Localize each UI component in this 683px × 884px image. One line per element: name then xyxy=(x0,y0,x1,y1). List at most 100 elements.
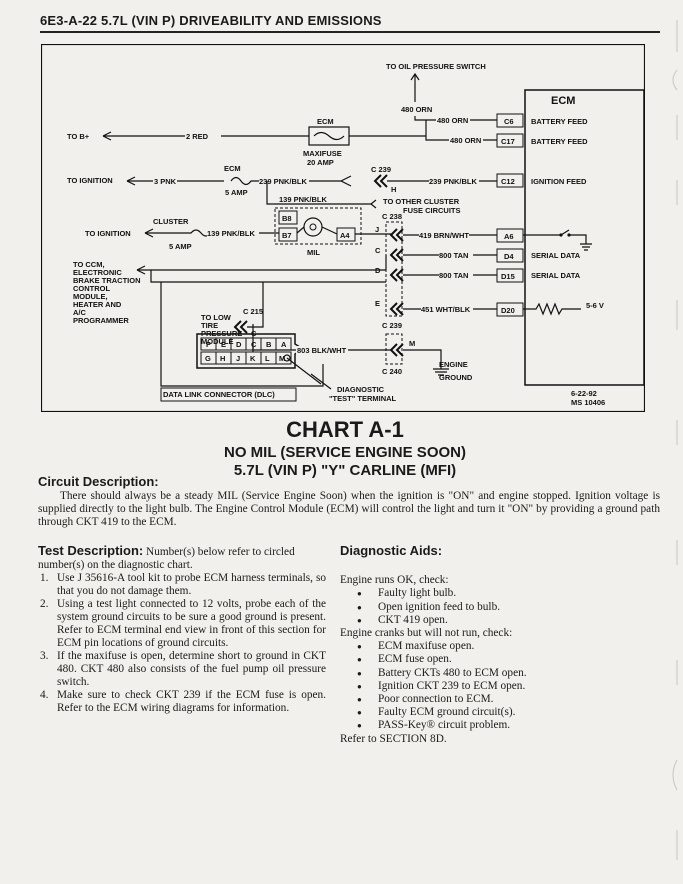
page-header: 6E3-A-22 5.7L (VIN P) DRIVEABILITY AND E… xyxy=(40,13,382,28)
c240-box xyxy=(385,333,403,365)
ccm-line-4: CONTROL xyxy=(73,284,110,293)
pin-c12: C12 xyxy=(501,177,515,186)
serial-data-2: SERIAL DATA xyxy=(531,271,581,280)
pin-g: G xyxy=(205,354,211,363)
item-number: 1. xyxy=(40,572,49,584)
pin-d4: D4 xyxy=(504,252,514,261)
list-item: 3. If the maxifuse is open, determine sho… xyxy=(38,650,326,689)
to-other-cluster: TO OTHER CLUSTER xyxy=(383,197,460,206)
list-item: Faulty ECM ground circuit(s). xyxy=(340,706,650,719)
conn-c xyxy=(389,248,404,262)
list-item: Poor connection to ECM. xyxy=(340,693,650,706)
pin-h: H xyxy=(220,354,225,363)
wire-803-label: 803 BLK/WHT xyxy=(297,346,347,355)
ccm-line-2: ELECTRONIC xyxy=(73,268,122,277)
wire-239-a: 239 PNK/BLK xyxy=(259,177,308,186)
ccm-line-8: PROGRAMMER xyxy=(73,316,129,325)
test-terminal-label: "TEST" TERMINAL xyxy=(329,394,397,403)
c-label: C xyxy=(375,246,381,255)
resistor-symbol xyxy=(523,302,581,316)
wire-139-b: 139 PNK/BLK xyxy=(207,229,256,238)
item-number: 2. xyxy=(40,598,49,610)
pin-b7: B7 xyxy=(282,231,292,240)
chart-title: CHART A-1 xyxy=(286,417,404,442)
test-list: 1.Use J 35616-A tool kit to probe ECM ha… xyxy=(38,572,326,715)
fuse-circuits: FUSE CIRCUITS xyxy=(403,206,461,215)
pin-d20: D20 xyxy=(501,306,515,315)
to-b-plus: TO B+ xyxy=(67,132,90,141)
h-label: H xyxy=(391,185,396,194)
wire-451-label: 451 WHT/BLK xyxy=(421,305,471,314)
ccm-line-1: TO CCM, xyxy=(73,260,105,269)
ecm-pins: C6 C17 C12 A6 D4 D15 D20 xyxy=(496,113,524,317)
conn-e xyxy=(389,302,404,316)
chart-subtitle-2: 5.7L (VIN P) "Y" CARLINE (MFI) xyxy=(233,462,457,479)
ignition-arrow-1 xyxy=(126,176,136,186)
binder-holes xyxy=(672,20,678,860)
test-heading: Test Description: xyxy=(38,543,144,558)
pin-c17: C17 xyxy=(501,137,515,146)
wire-c215 xyxy=(247,282,264,328)
pin-a6: A6 xyxy=(504,232,514,241)
wire-419-label: 419 BRN/WHT xyxy=(419,231,469,240)
pin-e: E xyxy=(221,340,226,349)
m-label: M xyxy=(409,339,415,348)
chart-subtitle-1: NO MIL (SERVICE ENGINE SOON) xyxy=(224,444,466,461)
ccm-line-6: HEATER AND xyxy=(73,300,122,309)
ecm-fuse-label: ECM xyxy=(317,117,334,126)
mil-switch-ground xyxy=(523,229,592,251)
pin-d15: D15 xyxy=(501,272,515,281)
to-ignition-1: TO IGNITION xyxy=(67,176,113,185)
pin-j: J xyxy=(236,354,240,363)
pin-b: B xyxy=(266,340,272,349)
header-rule xyxy=(40,31,660,33)
list-item: 2.Using a test light connected to 12 vol… xyxy=(38,598,326,650)
wiring-diagram: ECM C6 C17 C12 A6 D4 D15 D20 BATTERY FEE… xyxy=(41,44,645,412)
c239-connector xyxy=(373,174,388,188)
c215-connector xyxy=(233,320,248,334)
list-item: Ignition CKT 239 to ECM open. xyxy=(340,680,650,693)
wire-800-b: 800 TAN xyxy=(439,271,468,280)
battery-feed-2: BATTERY FEED xyxy=(531,137,588,146)
c240-label: C 240 xyxy=(382,367,402,376)
test-intro: Number(s) below refer to circled number(… xyxy=(38,546,295,571)
voltage-label: 5-6 V xyxy=(586,301,604,310)
item-number: 4. xyxy=(40,689,49,701)
serial-bus-left xyxy=(137,255,387,283)
to-low-label: TO LOW xyxy=(201,313,232,322)
list-item: ECM maxifuse open. xyxy=(340,640,650,653)
c239b-label: C 239 xyxy=(382,321,402,330)
pin-a4: A4 xyxy=(340,231,350,240)
diagnostic-aids: Diagnostic Aids: Engine runs OK, check: … xyxy=(340,544,650,746)
maxifuse-symbol xyxy=(313,131,345,141)
c238-box xyxy=(385,221,403,317)
list-item: 4.Make sure to check CKT 239 if the ECM … xyxy=(38,689,326,715)
wire-480-orn-2: 480 ORN xyxy=(437,116,468,125)
pin-c: C xyxy=(251,340,257,349)
tire-label: TIRE xyxy=(201,321,218,330)
circuit-body: There should always be a steady MIL (Ser… xyxy=(38,490,660,528)
pin-c6: C6 xyxy=(504,117,514,126)
list-item: ECM fuse open. xyxy=(340,653,650,666)
cranks-heading: Engine cranks but will not run, check: xyxy=(340,627,513,640)
c215-label: C 215 xyxy=(243,307,263,316)
ecm-main-label: ECM xyxy=(551,95,575,107)
wire-800-a: 800 TAN xyxy=(439,251,468,260)
ecm-box xyxy=(524,89,645,386)
pin-b8: B8 xyxy=(282,214,292,223)
serial-data-1: SERIAL DATA xyxy=(531,251,581,260)
refer-section: Refer to SECTION 8D. xyxy=(340,732,447,745)
module-label: MODULE xyxy=(201,337,234,346)
item-number: 3. xyxy=(40,650,49,662)
conn-d xyxy=(389,268,404,282)
item-text: If the maxifuse is open, determine short… xyxy=(57,650,326,688)
pin-a: A xyxy=(281,340,287,349)
maxifuse-label: MAXIFUSE xyxy=(303,149,342,158)
pin-l: L xyxy=(265,354,270,363)
list-item: Battery CKTs 480 to ECM open. xyxy=(340,667,650,680)
diagnostic-label: DIAGNOSTIC xyxy=(337,385,385,394)
test-terminal-leader xyxy=(286,357,332,390)
date-code: 6-22-92 xyxy=(571,389,597,398)
ccm-line-7: A/C xyxy=(73,308,87,317)
engine-ground-symbol xyxy=(403,349,449,376)
